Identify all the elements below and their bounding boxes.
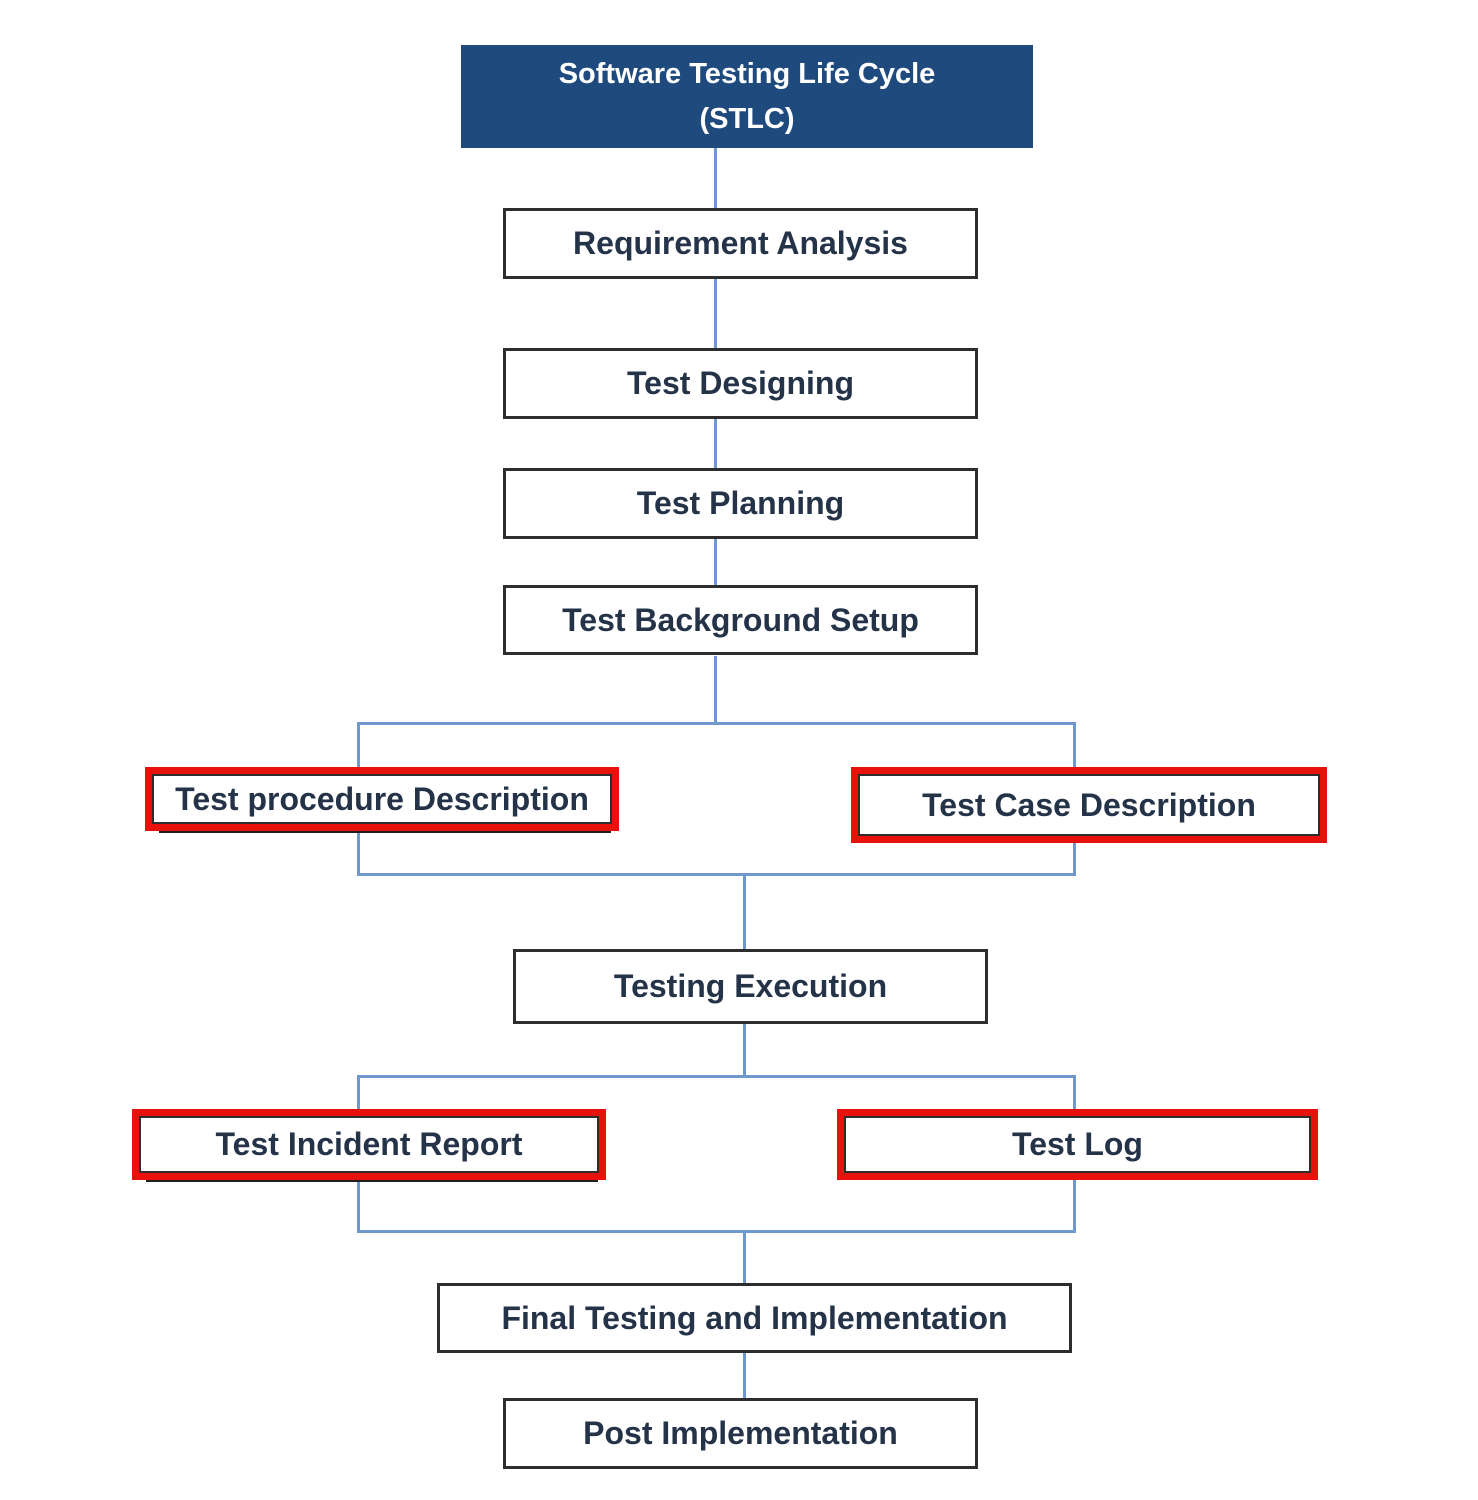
node-requirement-analysis: Requirement Analysis (503, 208, 978, 279)
node-test-designing: Test Designing (503, 348, 978, 419)
node-test-procedure-description: Test procedure Description (145, 767, 619, 831)
node-test-case-description: Test Case Description (851, 767, 1327, 843)
connector-requirement-to-designing (714, 279, 717, 348)
node-test-background-setup: Test Background Setup (503, 585, 978, 655)
title-line-2: (STLC) (699, 102, 795, 135)
connector-planning-to-setup (714, 539, 717, 585)
connector-execution-to-branch2 (743, 1024, 746, 1077)
branch2-bottom-line (357, 1230, 1076, 1233)
node-final-testing-and-implementation: Final Testing and Implementation (437, 1283, 1072, 1353)
connector-setup-to-branch1 (714, 656, 717, 724)
node-post-implementation: Post Implementation (503, 1398, 978, 1469)
connector-title-to-requirement (714, 148, 717, 208)
connector-branch1-to-execution (743, 873, 746, 949)
branch2-top-line (357, 1075, 1076, 1078)
node-testing-execution: Testing Execution (513, 949, 988, 1024)
connector-final-to-post (743, 1353, 746, 1398)
branch1-bottom-line (357, 873, 1076, 876)
node-test-planning: Test Planning (503, 468, 978, 539)
node-test-incident-report: Test Incident Report (132, 1109, 606, 1180)
branch1-top-line (357, 722, 1076, 725)
connector-branch2-to-final (743, 1230, 746, 1283)
title-line-1: Software Testing Life Cycle (558, 57, 936, 90)
title-box: Software Testing Life Cycle (STLC) (461, 45, 1033, 148)
connector-designing-to-planning (714, 419, 717, 468)
node-test-log: Test Log (837, 1109, 1318, 1180)
